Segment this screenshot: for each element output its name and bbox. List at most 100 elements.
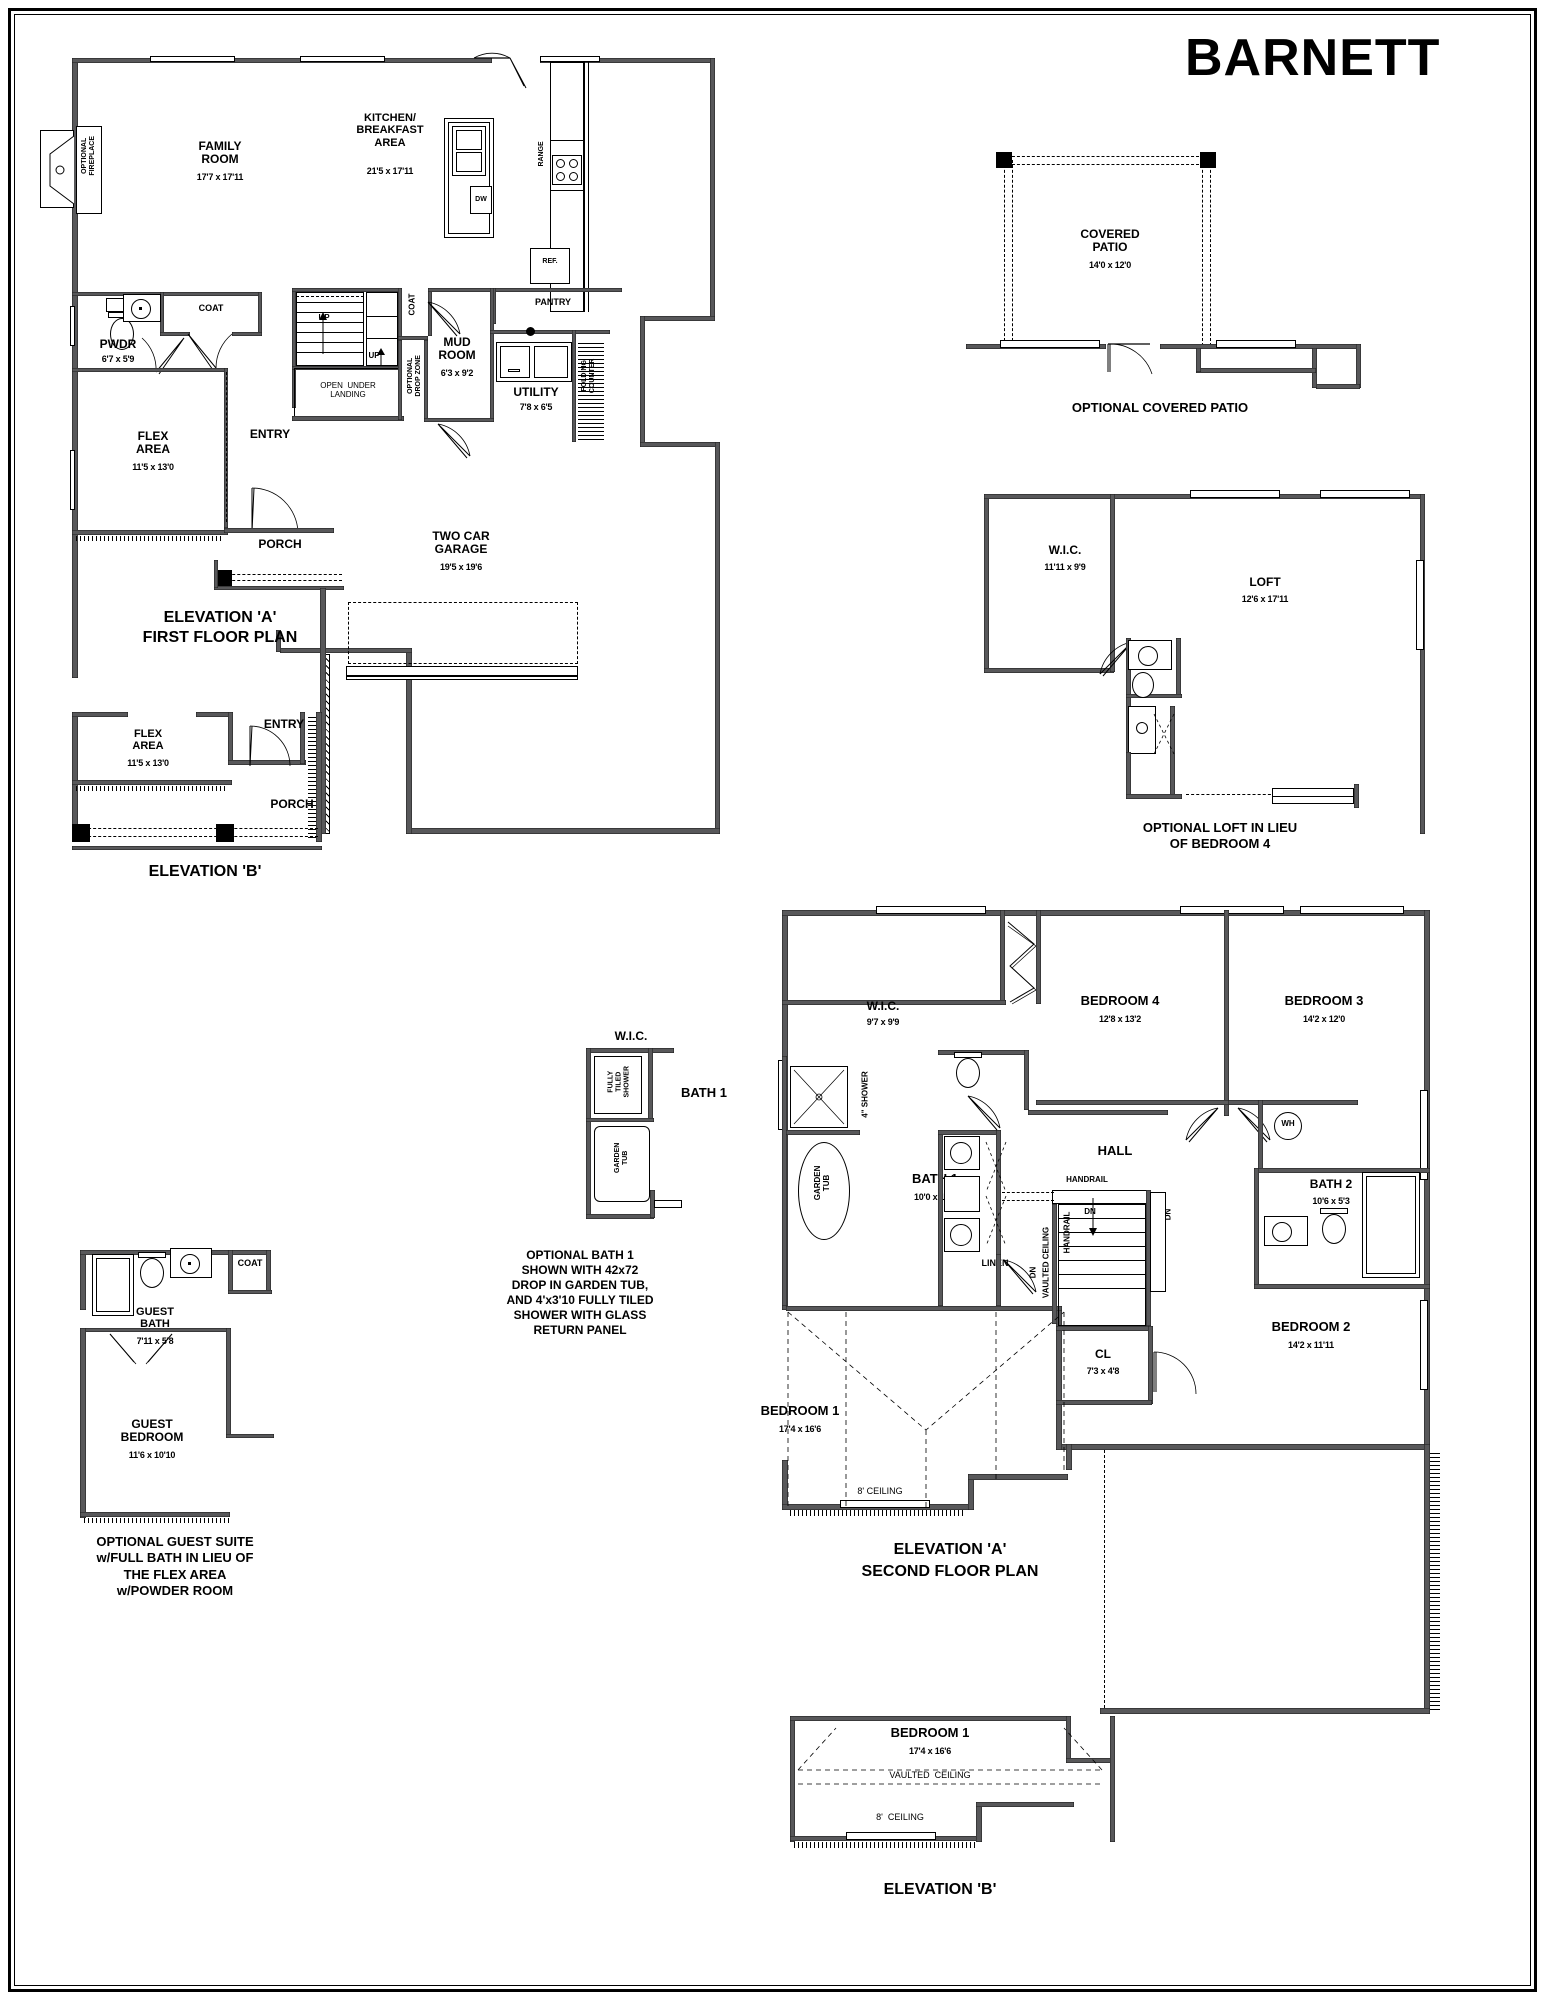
sf-stair-run bbox=[1058, 1204, 1146, 1326]
water-heater-label: WH bbox=[1281, 1119, 1295, 1128]
sf-wall-cl-top bbox=[1056, 1326, 1152, 1331]
sf-window-top-3 bbox=[1300, 906, 1404, 914]
elevb2-wall-bottom-step-top bbox=[976, 1802, 1074, 1807]
sf-bedroom2-dim: 14'2 x 11'11 bbox=[1288, 1340, 1334, 1350]
wall-mud-bottom bbox=[424, 418, 494, 422]
sf-wall-stair-right bbox=[1146, 1190, 1151, 1326]
sf-wic-dim: 9'7 x 9'9 bbox=[866, 1017, 900, 1027]
utility-label: UTILITY bbox=[513, 385, 559, 399]
sf-stair-dash-left bbox=[1002, 1192, 1054, 1193]
wall-kitchen-bottom bbox=[640, 316, 715, 321]
elevb-wall-flex-bottom bbox=[72, 780, 232, 785]
second-floor-caption-2: SECOND FLOOR PLAN bbox=[861, 1563, 1039, 1580]
patio-right-dash-1 bbox=[1202, 160, 1203, 346]
optbath-wic-label: W.I.C. bbox=[614, 1029, 648, 1043]
elevb2-wall-step bbox=[1066, 1758, 1114, 1763]
sf-wall-top bbox=[782, 910, 1430, 916]
guest-suite-caption: OPTIONAL GUEST SUITE w/FULL BATH IN LIEU… bbox=[96, 1534, 254, 1598]
wall-dropzone-top bbox=[398, 336, 428, 340]
sf-window-right-1 bbox=[1420, 1090, 1428, 1180]
sf-wall-bed1-step bbox=[968, 1478, 974, 1510]
optbath-wall-top bbox=[586, 1048, 674, 1053]
loft-toilet bbox=[1132, 672, 1154, 698]
sf-wic-label: W.I.C. bbox=[866, 999, 900, 1013]
garage-door-threshold bbox=[346, 676, 578, 680]
loft-wall-bath-div bbox=[1126, 694, 1182, 698]
elevb-porch-dash-1 bbox=[78, 828, 318, 829]
wall-utility-top bbox=[490, 330, 610, 334]
entry-label: ENTRY bbox=[249, 427, 291, 441]
window-kitchen-top bbox=[540, 56, 600, 62]
optbath-garden-tub bbox=[594, 1126, 650, 1202]
sf-bedroom1-label: BEDROOM 1 bbox=[760, 1403, 840, 1418]
loft-wall-left bbox=[984, 494, 989, 672]
covered-patio-label: COVERED PATIO bbox=[1080, 227, 1140, 255]
wall-coat-stair-left bbox=[398, 288, 402, 340]
loft-stair-guard-line bbox=[1272, 796, 1354, 797]
sf-bedroom3-dim: 14'2 x 12'0 bbox=[1302, 1014, 1346, 1024]
garage-label: TWO CAR GARAGE bbox=[432, 529, 490, 557]
loft-closet-x-icon bbox=[1152, 712, 1176, 756]
elevb-porch-hatch bbox=[308, 716, 316, 838]
sf-wall-bed1-right-lower bbox=[1066, 1444, 1072, 1470]
flex-opening-dashed bbox=[226, 372, 227, 522]
sf-cl-label: CL bbox=[1095, 1347, 1111, 1361]
range-burner-2 bbox=[569, 159, 578, 168]
toilet-pwdr bbox=[110, 318, 134, 350]
pantry-label: PANTRY bbox=[535, 297, 571, 307]
sf-linen-x-icon bbox=[984, 1140, 1008, 1250]
patio-wall-step bbox=[1196, 368, 1316, 373]
elevb2-bedroom1-dim: 17'4 x 16'6 bbox=[908, 1746, 952, 1756]
door-mud-to-garage-icon bbox=[437, 423, 471, 459]
sf-wall-cl-bottom bbox=[1056, 1400, 1152, 1405]
guest-sink-drain bbox=[188, 1262, 191, 1265]
wall-dropzone-right bbox=[424, 340, 428, 420]
garage-door bbox=[346, 666, 578, 676]
elevb-wall-entry-left bbox=[228, 712, 233, 764]
elevb-porch-label: PORCH bbox=[270, 797, 314, 811]
wall-porch-edge bbox=[214, 560, 218, 588]
sf-bed2-door-icon bbox=[1153, 1351, 1197, 1395]
flex-bottom-hatch bbox=[76, 536, 224, 541]
elevb-flex-hatch bbox=[76, 786, 228, 791]
wall-flex-top bbox=[72, 368, 228, 372]
guest-bedroom-door-icon bbox=[109, 1333, 173, 1365]
sf-dash-right-area bbox=[1104, 1450, 1105, 1708]
elevb2-vaulted-label: VAULTED CEILING bbox=[889, 1770, 971, 1780]
wall-pantry-left bbox=[492, 288, 496, 324]
sf-wall-right-lower bbox=[1424, 1444, 1430, 1712]
elevb2-bottom-hatch bbox=[794, 1842, 976, 1848]
sf-bath1-vanity-1 bbox=[944, 1136, 980, 1170]
second-floor-caption-1: ELEVATION 'A' bbox=[893, 1541, 1007, 1558]
loft-wall-bath-bottom bbox=[1126, 794, 1182, 799]
wall-mud-right bbox=[490, 288, 494, 422]
refrigerator-label: REF. bbox=[542, 258, 558, 265]
elevb-flex-label: FLEX AREA bbox=[132, 728, 164, 753]
garage-dim: 19'5 x 19'6 bbox=[439, 562, 483, 572]
sf-toilet-door-icon bbox=[967, 1095, 1001, 1131]
sf-garden-tub-label: GARDEN TUB bbox=[813, 1165, 831, 1201]
elevb-wall-entry-right bbox=[300, 712, 305, 764]
wall-porch-top bbox=[224, 528, 334, 533]
sf-wall-linen-low bbox=[996, 1254, 1001, 1306]
wall-utility-bottom bbox=[640, 442, 720, 447]
loft-window-top-1 bbox=[1190, 490, 1280, 498]
wall-coat-bottom-b bbox=[232, 332, 262, 336]
elevb2-bedroom1-label: BEDROOM 1 bbox=[890, 1725, 970, 1740]
sf-hall-label: HALL bbox=[1097, 1143, 1133, 1158]
sf-bath2-toilet bbox=[1322, 1214, 1346, 1244]
optbath-bath1-label: BATH 1 bbox=[681, 1085, 727, 1100]
sf-wall-bed4-bottom bbox=[1036, 1100, 1230, 1105]
elevb-porch-dash-2 bbox=[78, 836, 318, 837]
counter-edge-hatch bbox=[584, 62, 589, 312]
wall-exterior-right-upper bbox=[710, 58, 715, 318]
covered-patio-dim: 14'0 x 12'0 bbox=[1088, 260, 1132, 270]
sf-wall-bottom-far bbox=[1100, 1708, 1430, 1714]
folding-counter-hatch bbox=[578, 340, 604, 440]
sf-handrail-top-label: HANDRAIL bbox=[1066, 1175, 1108, 1184]
wall-coat-bottom-a bbox=[160, 332, 190, 336]
loft-wic-dim: 11'11 x 9'9 bbox=[1044, 562, 1086, 572]
loft-wall-wic-bottom bbox=[984, 668, 1114, 673]
sf-stair-down-arrow bbox=[1089, 1196, 1097, 1236]
sf-bedroom2-label: BEDROOM 2 bbox=[1271, 1319, 1351, 1334]
